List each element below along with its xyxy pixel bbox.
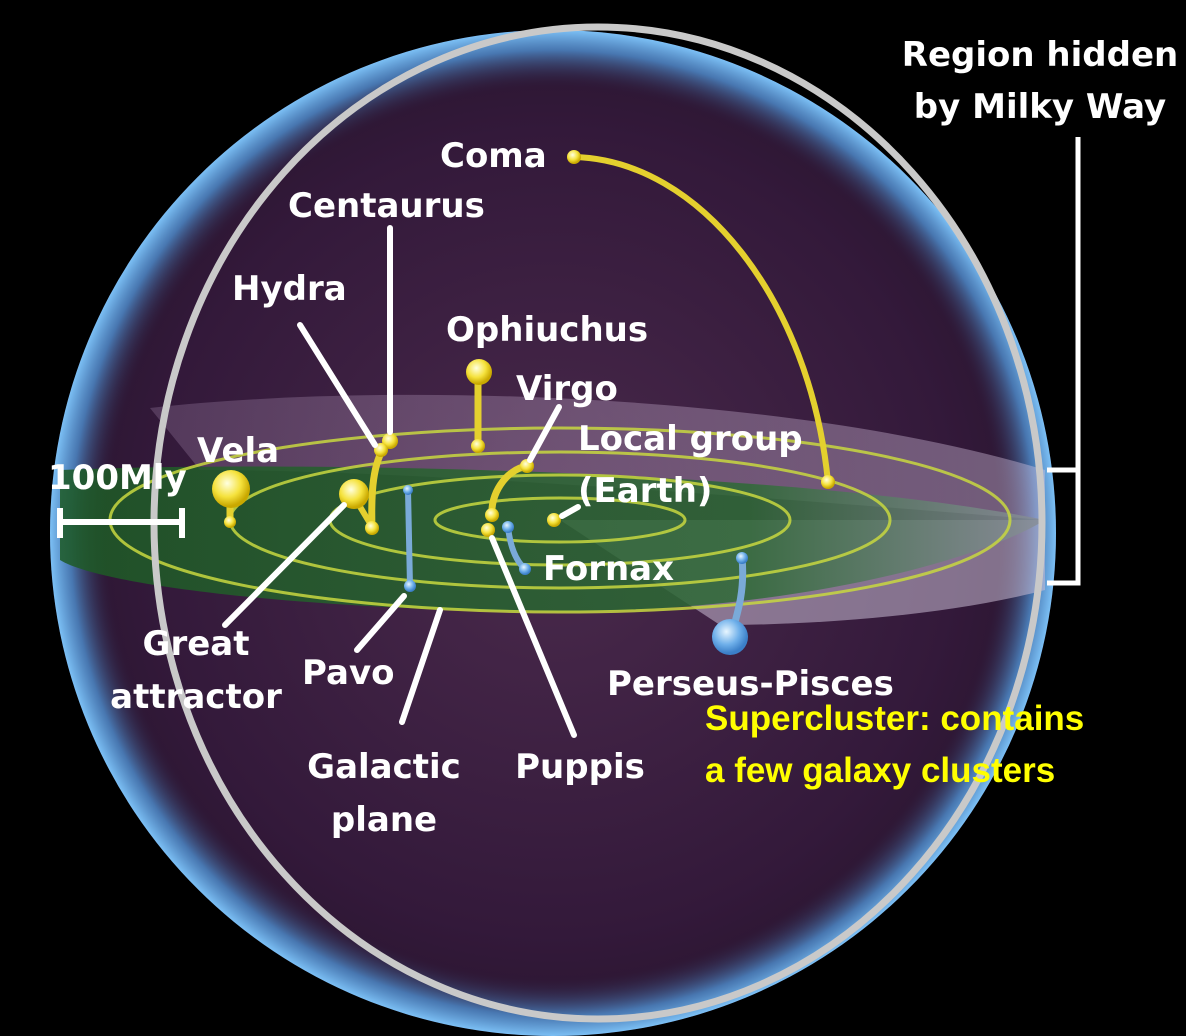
vela-end-dot (224, 516, 236, 528)
virgo-label: Virgo (516, 369, 618, 409)
galactic-plane-label-1: Galactic (307, 747, 461, 787)
virgo-leader (527, 404, 562, 463)
coma-stalk (571, 154, 831, 485)
pavo-label: Pavo (302, 653, 394, 693)
fornax-dot (519, 563, 531, 575)
hydra-leader (297, 322, 378, 448)
galactic-plane-leader (399, 607, 443, 725)
ophiuchus-label: Ophiuchus (446, 310, 648, 350)
great-attractor-leader (222, 502, 347, 628)
pavo-leader (354, 593, 407, 653)
puppis-dot (481, 523, 495, 537)
fornax-label: Fornax (543, 549, 674, 589)
coma-label: Coma (440, 136, 547, 176)
hidden-region-bracket (1047, 137, 1081, 586)
pavo-dot (404, 580, 416, 592)
puppis-label: Puppis (515, 747, 645, 787)
galactic-plane-label-2: plane (331, 800, 437, 840)
vela-ball (212, 470, 250, 508)
plane-rings (108, 426, 1012, 614)
hydra-label: Hydra (232, 269, 347, 309)
great-attractor-label-2: attractor (110, 677, 282, 717)
caption-line-2: a few galaxy clusters (705, 751, 1055, 790)
perseus-pisces-ball (712, 619, 748, 655)
pavo-stalk (405, 487, 413, 589)
region-hidden-label-2: by Milky Way (914, 87, 1166, 127)
fornax-top-dot (502, 521, 514, 533)
local-group-label-2: (Earth) (578, 471, 712, 511)
virgo-end-dot (485, 508, 499, 522)
centaurus-end-dot (365, 521, 379, 535)
puppis-leader (489, 535, 577, 738)
local-group-label-1: Local group (578, 419, 803, 459)
scale-bar (57, 508, 185, 538)
centaurus-label: Centaurus (288, 186, 485, 226)
coma-end-dot (821, 475, 835, 489)
great-attractor-label-1: Great (143, 624, 250, 664)
region-hidden-label-1: Region hidden (902, 35, 1178, 75)
perseus-top-dot (736, 552, 748, 564)
ophiuchus-end-dot (471, 439, 485, 453)
ophiuchus-ball (466, 359, 492, 385)
coma-dot (567, 150, 581, 164)
local-group-dot (547, 513, 561, 527)
caption-line-1: Supercluster: contains (705, 699, 1084, 738)
scale-label: 100Mly (48, 458, 187, 498)
great-attractor-ball (339, 479, 369, 509)
perseus-pisces-label: Perseus-Pisces (607, 664, 894, 704)
galactic-plane-disc (60, 466, 1045, 612)
local-group-leader (559, 504, 581, 519)
vela-label: Vela (197, 431, 279, 471)
centaurus-dot (382, 433, 398, 449)
pavo-top-dot (403, 485, 413, 495)
